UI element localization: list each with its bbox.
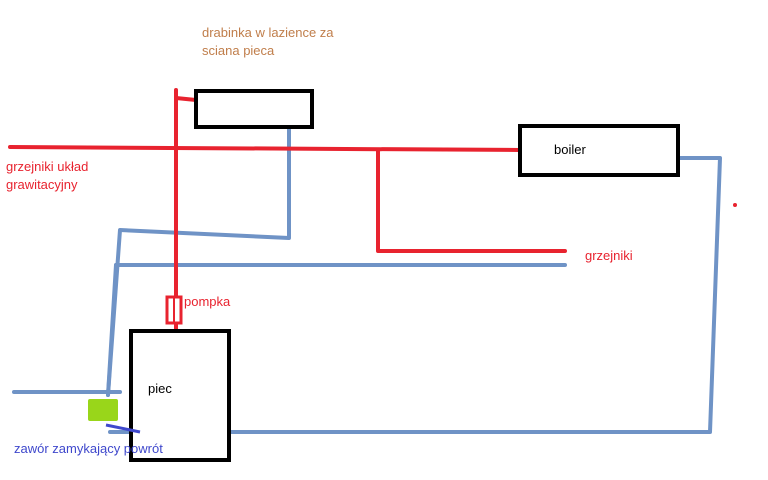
return-pipes — [12, 126, 722, 434]
ladder-label-line1: drabinka w lazience za — [202, 25, 334, 40]
supply-pipe-ladder-branch — [174, 96, 198, 102]
ladder-label-line2: sciana pieca — [202, 43, 275, 58]
supply-pipe-radiators — [376, 148, 567, 253]
return-valve-icon — [88, 399, 118, 421]
boiler-box — [518, 124, 680, 177]
pump-label: pompka — [184, 294, 231, 309]
gravity-radiators-label-line2: grawitacyjny — [6, 177, 78, 192]
ladder-radiator-box — [194, 89, 314, 129]
stove-box — [129, 329, 231, 462]
supply-pipe-main — [8, 145, 522, 152]
stray-red-dot — [733, 203, 737, 207]
ladder-label: drabinka w lazience za sciana pieca — [202, 24, 334, 60]
supply-pipes — [8, 88, 567, 332]
return-pipe-boiler — [108, 156, 722, 434]
radiators-label: grzejniki — [585, 248, 633, 263]
boiler-label: boiler — [554, 142, 586, 157]
return-valve-label: zawór zamykający powrót — [14, 441, 163, 456]
stove-label: piec — [148, 381, 172, 396]
return-pipe-stub — [106, 263, 118, 397]
gravity-radiators-label-line1: grzejniki układ — [6, 159, 89, 174]
return-valve-connector — [105, 423, 141, 434]
gravity-radiators-label: grzejniki układ grawitacyjny — [6, 158, 88, 194]
